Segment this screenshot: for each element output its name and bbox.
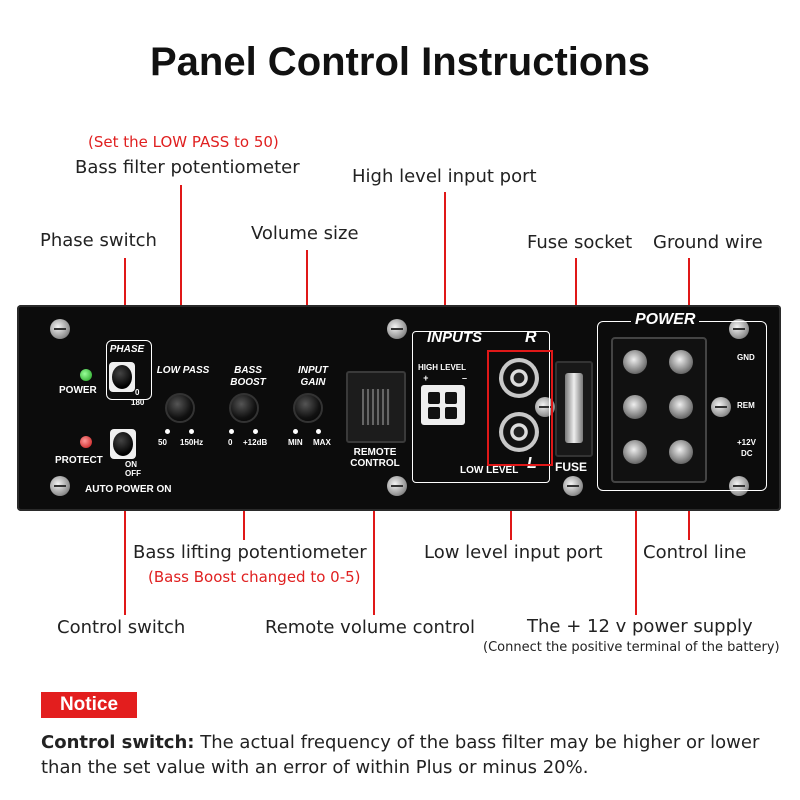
- protect-led-label: PROTECT: [55, 455, 103, 466]
- protect-led: [80, 436, 92, 448]
- scale-dot: [253, 429, 258, 434]
- phase-label: PHASE: [109, 344, 145, 355]
- input-gain-label: INPUT GAIN: [298, 365, 328, 388]
- pin-icon: [445, 407, 457, 419]
- rca-l-jack[interactable]: [499, 412, 539, 452]
- r-label: R: [525, 329, 537, 346]
- v12-left-screw-icon[interactable]: [623, 440, 647, 464]
- power-supply-note: (Connect the positive terminal of the ba…: [483, 640, 780, 655]
- low-pass-label: LOW PASS: [156, 365, 210, 376]
- bass-boost-label: BASS BOOST: [230, 365, 266, 388]
- gnd-left-screw-icon[interactable]: [623, 350, 647, 374]
- phase-switch[interactable]: [109, 362, 135, 392]
- phase-0-label: 0: [135, 388, 140, 397]
- high-level-connector[interactable]: [421, 385, 465, 425]
- high-level-label-panel: HIGH LEVEL: [418, 363, 467, 372]
- low-level-label: Low level input port: [424, 542, 603, 563]
- rem-left-screw-icon[interactable]: [623, 395, 647, 419]
- rj-socket: [362, 389, 390, 425]
- screw-icon: [563, 476, 583, 496]
- scale-dot: [229, 429, 234, 434]
- rca-r-jack[interactable]: [499, 358, 539, 398]
- screw-icon: [387, 476, 407, 496]
- notice-text-block: Control switch: The actual frequency of …: [41, 730, 781, 780]
- notice-heading: Control switch:: [41, 732, 195, 753]
- leader-line: [180, 185, 182, 405]
- notice-badge: Notice: [41, 692, 137, 718]
- bb-max-label: +12dB: [243, 438, 268, 447]
- high-level-label: High level input port: [352, 166, 537, 187]
- leader-line: [635, 455, 637, 615]
- rca-highlight: [487, 350, 553, 466]
- screw-icon: [387, 319, 407, 339]
- lp-min-label: 50: [158, 438, 167, 447]
- scale-dot: [293, 429, 298, 434]
- lp-max-label: 150Hz: [180, 438, 204, 447]
- screw-icon: [729, 476, 749, 496]
- leader-line: [444, 192, 446, 405]
- scale-dot: [316, 429, 321, 434]
- power-supply-label: The + 12 v power supply: [527, 616, 753, 637]
- screw-icon: [50, 476, 70, 496]
- screw-icon: [729, 319, 749, 339]
- input-gain-knob[interactable]: [293, 393, 323, 423]
- bb-min-label: 0: [228, 438, 233, 447]
- power-led: [80, 369, 92, 381]
- low-pass-knob[interactable]: [165, 393, 195, 423]
- screw-icon: [711, 397, 731, 417]
- leader-line: [373, 435, 375, 615]
- screw-icon: [50, 319, 70, 339]
- phase-180-label: 180: [131, 398, 145, 407]
- power-led-label: POWER: [59, 385, 97, 396]
- dc-label: DC: [741, 449, 753, 458]
- control-line-label: Control line: [643, 542, 747, 563]
- rem-label: REM: [737, 401, 755, 410]
- remote-control-label: REMOTE CONTROL: [350, 447, 400, 469]
- minus-label: –: [462, 373, 468, 383]
- fuse-socket-label: Fuse socket: [527, 232, 633, 253]
- plus-label: +: [423, 373, 429, 383]
- control-switch-label: Control switch: [57, 617, 186, 638]
- inputs-frame: [412, 331, 550, 483]
- bass-lifting-label: Bass lifting potentiometer: [133, 542, 367, 563]
- bass-boost-knob[interactable]: [229, 393, 259, 423]
- auto-power-label: AUTO POWER ON: [85, 484, 172, 495]
- pin-icon: [428, 407, 440, 419]
- bass-filter-label: Bass filter potentiometer: [75, 157, 300, 178]
- notice-text: The actual frequency of the bass filter …: [41, 732, 760, 778]
- pin-icon: [445, 392, 457, 404]
- on-label: ON: [125, 460, 137, 469]
- scale-dot: [165, 429, 170, 434]
- screw-icon: [535, 397, 555, 417]
- amplifier-panel: PHASE 0 180 POWER PROTECT ON OFF AUTO PO…: [17, 305, 781, 511]
- remote-volume-label: Remote volume control: [265, 617, 475, 638]
- pin-icon: [428, 392, 440, 404]
- leader-line: [124, 455, 126, 615]
- gain-min-label: MIN: [288, 438, 303, 447]
- phase-switch-label: Phase switch: [40, 230, 157, 251]
- fuse-socket[interactable]: [555, 361, 593, 457]
- v12-right-screw-icon[interactable]: [669, 440, 693, 464]
- page-title: Panel Control Instructions: [149, 40, 651, 84]
- low-pass-note: (Set the LOW PASS to 50): [88, 133, 279, 151]
- fuse-label: FUSE: [555, 460, 588, 474]
- low-level-label-panel: LOW LEVEL: [460, 465, 519, 476]
- off-label: OFF: [125, 469, 141, 478]
- scale-dot: [189, 429, 194, 434]
- v12-label: +12V: [737, 438, 756, 447]
- rem-right-screw-icon[interactable]: [669, 395, 693, 419]
- bass-boost-note: (Bass Boost changed to 0-5): [148, 568, 361, 586]
- auto-power-switch[interactable]: [110, 429, 136, 459]
- volume-size-label: Volume size: [251, 223, 359, 244]
- l-label: L: [527, 455, 537, 472]
- remote-control-port[interactable]: [346, 371, 406, 443]
- inputs-label: INPUTS: [427, 329, 483, 346]
- phase-box: [106, 340, 152, 400]
- fuse-icon: [565, 373, 583, 443]
- gnd-right-screw-icon[interactable]: [669, 350, 693, 374]
- gain-max-label: MAX: [313, 438, 331, 447]
- power-block-label: POWER: [631, 311, 700, 329]
- ground-wire-label: Ground wire: [653, 232, 763, 253]
- gnd-label: GND: [737, 353, 755, 362]
